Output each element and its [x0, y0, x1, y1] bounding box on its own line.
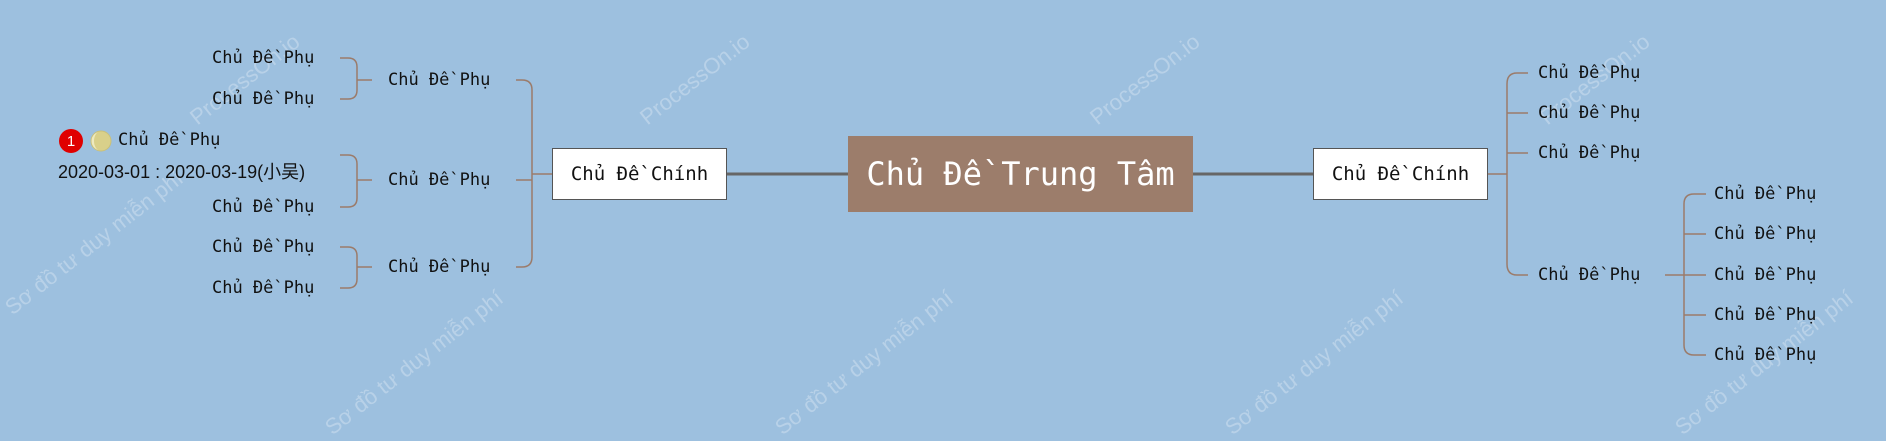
- right-subchild-5[interactable]: Chủ Đề Phụ: [1714, 345, 1817, 365]
- right-main-bracket: [1487, 72, 1528, 276]
- left-group-1-bracket: [340, 57, 372, 100]
- right-subchild-3[interactable]: Chủ Đề Phụ: [1714, 265, 1817, 285]
- left-group-2-bracket: [340, 154, 372, 208]
- right-subchild-2[interactable]: Chủ Đề Phụ: [1714, 224, 1817, 244]
- left-group-3-topic[interactable]: Chủ Đề Phụ: [388, 257, 491, 277]
- center-topic[interactable]: Chủ Đề Trung Tâm: [848, 136, 1193, 212]
- right-main-topic[interactable]: Chủ Đề Chính: [1313, 148, 1488, 200]
- task-date-range: 2020-03-01 : 2020-03-19(小吴): [58, 162, 306, 182]
- left-group-2-topic[interactable]: Chủ Đề Phụ: [388, 170, 491, 190]
- left-group-1-topic[interactable]: Chủ Đề Phụ: [388, 70, 491, 90]
- left-main-topic[interactable]: Chủ Đề Chính: [552, 148, 727, 200]
- half-moon-icon: [90, 130, 112, 152]
- left-group-1-child-1[interactable]: Chủ Đề Phụ: [212, 48, 315, 68]
- left-group-3-child-2[interactable]: Chủ Đề Phụ: [212, 278, 315, 298]
- left-group-2-child-1[interactable]: Chủ Đề Phụ: [118, 130, 221, 150]
- left-main-bracket: [516, 79, 552, 268]
- priority-1-icon: 1: [59, 129, 83, 153]
- left-group-3-bracket: [340, 246, 372, 289]
- right-child-4[interactable]: Chủ Đề Phụ: [1538, 265, 1641, 285]
- connector-layer: [340, 57, 1706, 356]
- right-subchild-4[interactable]: Chủ Đề Phụ: [1714, 305, 1817, 325]
- right-child-3[interactable]: Chủ Đề Phụ: [1538, 143, 1641, 163]
- left-group-3-child-1[interactable]: Chủ Đề Phụ: [212, 237, 315, 257]
- right-child-2[interactable]: Chủ Đề Phụ: [1538, 103, 1641, 123]
- left-group-1-child-2[interactable]: Chủ Đề Phụ: [212, 89, 315, 109]
- right-sub-bracket: [1665, 193, 1706, 356]
- left-group-2-child-2[interactable]: Chủ Đề Phụ: [212, 197, 315, 217]
- right-child-1[interactable]: Chủ Đề Phụ: [1538, 63, 1641, 83]
- right-subchild-1[interactable]: Chủ Đề Phụ: [1714, 184, 1817, 204]
